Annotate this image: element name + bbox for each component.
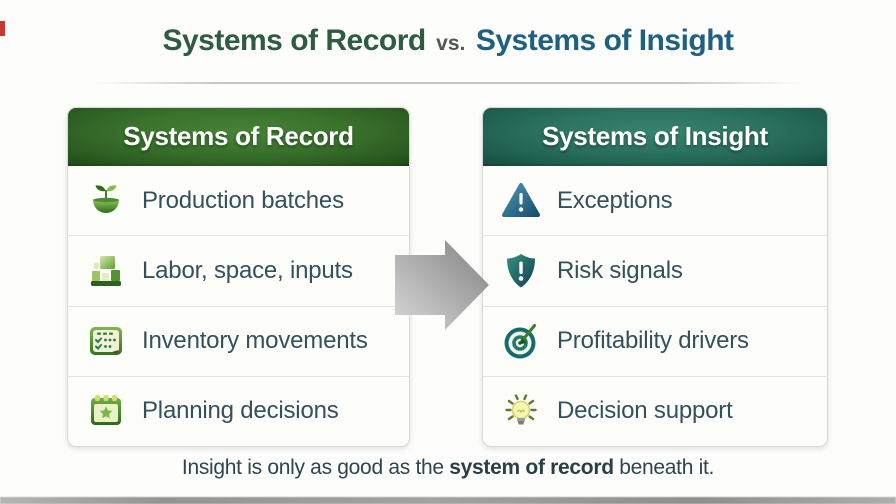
checklist-icon	[86, 321, 126, 361]
insight-card-header: Systems of Insight	[483, 108, 827, 166]
list-item: Inventory movements	[68, 307, 409, 377]
insight-card: Systems of Insight Exceptions	[482, 107, 828, 447]
insight-card-rows: Exceptions Risk signals	[483, 166, 827, 446]
list-item-label: Inventory movements	[142, 327, 368, 355]
insight-card-header-label: Systems of Insight	[542, 120, 768, 151]
warning-triangle-icon	[501, 181, 541, 221]
shield-alert-icon	[501, 251, 541, 291]
list-item-label: Profitability drivers	[557, 327, 749, 355]
bottom-edge-band	[0, 497, 896, 504]
caption: Insight is only as good as the system of…	[0, 456, 896, 480]
list-item-label: Production batches	[142, 186, 344, 214]
seedling-icon	[86, 181, 126, 221]
page-title: Systems of Record vs. Systems of Insight	[0, 24, 896, 58]
list-item: Labor, space, inputs	[68, 236, 409, 307]
target-dart-icon	[501, 321, 541, 361]
list-item: Profitability drivers	[483, 307, 827, 377]
list-item-label: Exceptions	[557, 186, 673, 214]
calendar-star-icon	[86, 391, 126, 431]
caption-suffix: beneath it.	[613, 456, 715, 479]
record-card: Systems of Record Production	[67, 107, 410, 447]
title-vs: vs.	[436, 32, 466, 55]
list-item: Planning decisions	[68, 377, 409, 446]
list-item: Risk signals	[483, 236, 827, 307]
list-item: Exceptions	[483, 166, 827, 237]
red-edge-mark	[0, 21, 5, 36]
record-card-header-label: Systems of Record	[123, 120, 354, 151]
list-item: Production batches	[68, 166, 409, 237]
list-item: Decision support	[483, 377, 827, 446]
caption-prefix: Insight is only as good as the	[181, 456, 450, 479]
blocks-icon	[86, 251, 126, 291]
arrow-right-icon	[395, 240, 489, 330]
list-item-label: Planning decisions	[142, 397, 339, 425]
lightbulb-icon	[501, 391, 541, 431]
list-item-label: Labor, space, inputs	[142, 256, 353, 284]
record-card-rows: Production batches	[68, 166, 409, 446]
title-systems-of-insight: Systems of Insight	[475, 24, 734, 57]
list-item-label: Decision support	[557, 397, 733, 425]
title-divider	[95, 82, 801, 84]
title-systems-of-record: Systems of Record	[162, 24, 426, 57]
list-item-label: Risk signals	[557, 256, 683, 284]
record-card-header: Systems of Record	[68, 108, 409, 166]
caption-emphasis: system of record	[449, 456, 614, 479]
